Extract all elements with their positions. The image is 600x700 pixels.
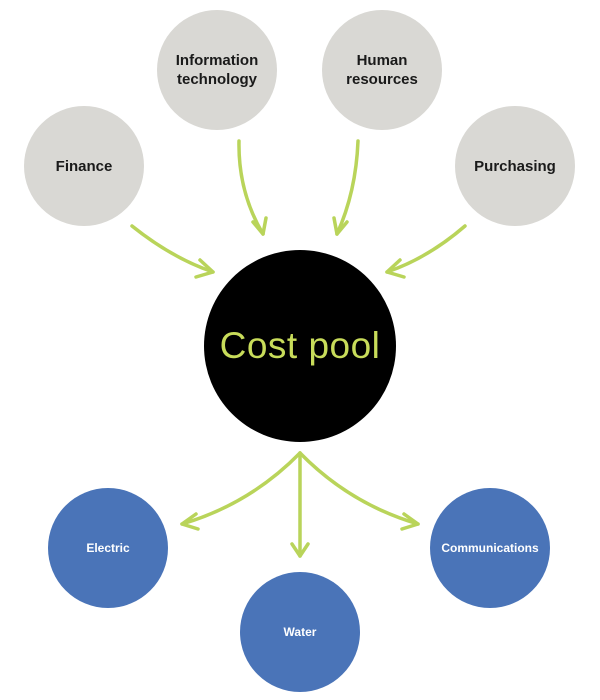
arrow-cost-pool-to-communications	[298, 451, 420, 531]
node-human-resources: Human resources	[322, 10, 442, 130]
node-finance: Finance	[24, 106, 144, 226]
arrow-it-to-cost-pool	[237, 139, 268, 236]
arrow-cost-pool-to-water	[290, 451, 310, 558]
node-label-purchasing: Purchasing	[474, 157, 556, 175]
arrow-purchasing-to-cost-pool	[385, 224, 467, 279]
node-communications: Communications	[430, 488, 550, 608]
arrow-finance-to-cost-pool	[130, 224, 215, 279]
node-water: Water	[240, 572, 360, 692]
node-label-finance: Finance	[55, 157, 113, 175]
node-label-information-technology: Information technology	[175, 52, 259, 88]
node-label-water: Water	[283, 624, 317, 639]
node-purchasing: Purchasing	[455, 106, 575, 226]
node-label-electric: Electric	[86, 540, 130, 555]
node-information-technology: Information technology	[157, 10, 277, 130]
arrow-cost-pool-to-electric	[180, 451, 302, 531]
arrow-hr-to-cost-pool	[332, 139, 360, 236]
node-electric: Electric	[48, 488, 168, 608]
node-label-communications: Communications	[441, 540, 539, 555]
node-label-human-resources: Human resources	[346, 52, 418, 88]
node-label-cost-pool: Cost pool	[219, 325, 381, 366]
node-cost-pool: Cost pool	[204, 250, 396, 442]
